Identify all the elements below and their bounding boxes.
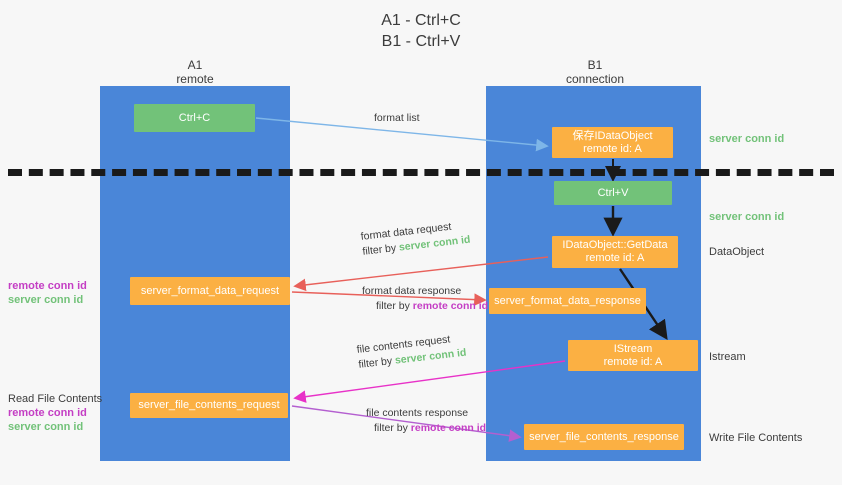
filter-prefix: filter by bbox=[357, 354, 396, 371]
note-format-remote-conn-id: remote conn id bbox=[8, 280, 87, 292]
node-getdata-remote-id: remote id: A bbox=[585, 252, 645, 264]
node-save-idataobject-title: 保存IDataObject bbox=[572, 129, 653, 142]
edge-label-format-data-request: format data request filter by server con… bbox=[360, 218, 471, 260]
page-title: A1 - Ctrl+C B1 - Ctrl+V bbox=[0, 10, 842, 52]
note-server-conn-id-middle: server conn id bbox=[709, 211, 785, 223]
title-line-1: A1 - Ctrl+C bbox=[381, 12, 461, 29]
note-format-server-conn-id: server conn id bbox=[8, 294, 84, 306]
filter-key: remote conn id bbox=[412, 300, 489, 312]
node-save-idataobject[interactable]: 保存IDataObject remote id: A bbox=[552, 127, 673, 158]
edge-label-file-contents-response-text: file contents response bbox=[366, 407, 469, 419]
node-server-file-contents-request[interactable]: server_file_contents_request bbox=[130, 393, 288, 418]
node-server-format-data-request[interactable]: server_format_data_request bbox=[130, 277, 290, 305]
column-a1-name: A1 bbox=[187, 58, 203, 72]
column-a1-subtitle: remote bbox=[176, 72, 214, 86]
note-file-remote-conn-id: remote conn id bbox=[8, 407, 87, 419]
node-ctrl-c-label: Ctrl+C bbox=[178, 111, 211, 124]
node-server-format-data-response-label: server_format_data_response bbox=[494, 294, 641, 307]
node-ctrl-v[interactable]: Ctrl+V bbox=[554, 181, 672, 205]
title-line-2: B1 - Ctrl+V bbox=[381, 33, 461, 50]
node-istream-remote-id: remote id: A bbox=[603, 355, 663, 368]
edge-label-format-data-response-filter: filter by remote conn id bbox=[362, 299, 488, 314]
node-server-file-contents-response[interactable]: server_file_contents_response bbox=[524, 424, 684, 450]
note-write-file-contents: Write File Contents bbox=[709, 432, 803, 444]
node-istream-title: IStream bbox=[613, 342, 653, 355]
node-server-file-contents-response-label: server_file_contents_response bbox=[529, 430, 679, 443]
column-b1-subtitle: connection bbox=[565, 72, 625, 86]
note-read-file-contents-heading: Read File Contents bbox=[8, 393, 103, 405]
node-server-format-data-request-label: server_format_data_request bbox=[140, 284, 280, 297]
node-getdata-title: IDataObject::GetData bbox=[562, 239, 668, 251]
note-read-file-contents: Read File Contents remote conn id server… bbox=[8, 392, 102, 434]
column-b1-name: B1 bbox=[587, 58, 603, 72]
node-getdata[interactable]: IDataObject::GetData remote id: A bbox=[552, 236, 678, 268]
note-format-conn-ids: remote conn id server conn id bbox=[8, 279, 87, 307]
edge-label-file-contents-response-filter: filter by remote conn id bbox=[366, 421, 486, 436]
edge-label-format-list-text: format list bbox=[374, 112, 420, 124]
edge-label-file-contents-request: file contents request filter by server c… bbox=[356, 331, 467, 373]
column-header-b1: B1 connection bbox=[530, 58, 660, 86]
filter-prefix: filter by bbox=[376, 300, 413, 312]
note-file-server-conn-id: server conn id bbox=[8, 421, 84, 433]
node-save-idataobject-remote-id: remote id: A bbox=[583, 142, 642, 155]
filter-prefix: filter by bbox=[374, 422, 411, 434]
filter-prefix: filter by bbox=[361, 241, 400, 258]
node-istream[interactable]: IStream remote id: A bbox=[568, 340, 698, 371]
node-ctrl-c[interactable]: Ctrl+C bbox=[134, 104, 255, 132]
filter-key: remote conn id bbox=[410, 422, 487, 434]
note-server-conn-id-top: server conn id bbox=[709, 133, 785, 145]
edge-label-format-data-response-text: format data response bbox=[362, 285, 462, 297]
note-dataobject: DataObject bbox=[709, 246, 765, 258]
node-server-format-data-response[interactable]: server_format_data_response bbox=[489, 288, 646, 314]
edge-label-file-contents-response: file contents response filter by remote … bbox=[366, 406, 486, 436]
node-server-file-contents-request-label: server_file_contents_request bbox=[138, 399, 280, 411]
phase-divider bbox=[8, 169, 834, 176]
note-istream: Istream bbox=[709, 351, 746, 363]
edge-label-format-list: format list bbox=[374, 111, 420, 126]
edge-label-format-data-response: format data response filter by remote co… bbox=[362, 284, 488, 314]
node-ctrl-v-label: Ctrl+V bbox=[597, 186, 629, 199]
column-header-a1: A1 remote bbox=[130, 58, 260, 86]
